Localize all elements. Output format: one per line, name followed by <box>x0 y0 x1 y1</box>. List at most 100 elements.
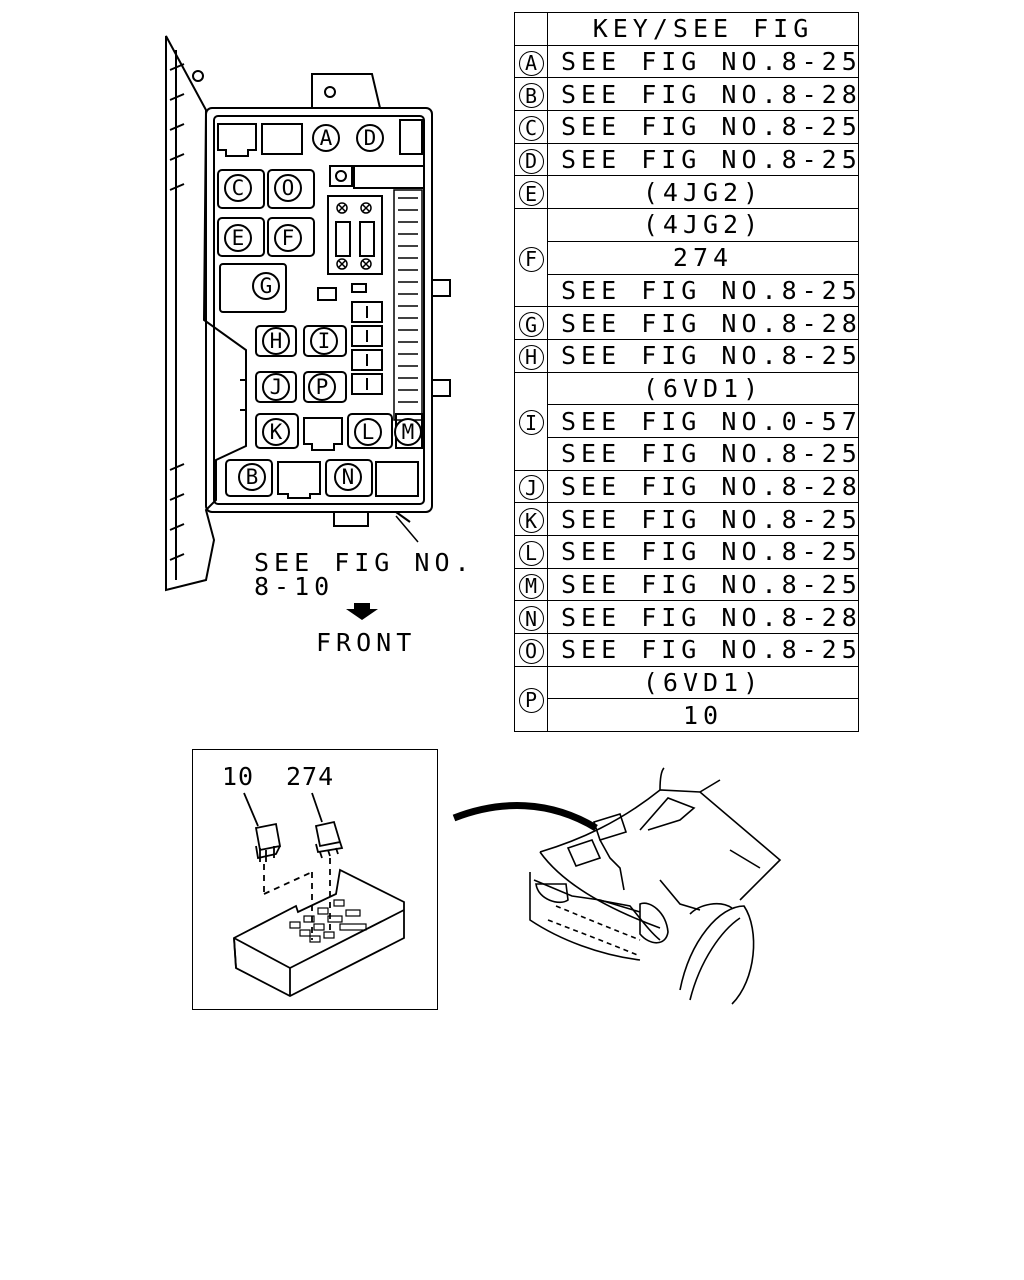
fuse-box-key-circle <box>274 224 302 252</box>
key-reference-cell: SEE FIG NO.8-25 <box>547 142 859 177</box>
fuse-box-key-letter: N <box>342 465 355 489</box>
fuse-box-key-letter: G <box>260 274 273 298</box>
relay-part-274-label: 274 <box>286 762 335 791</box>
circled-key-letter: J <box>518 475 544 501</box>
circled-key-letter: P <box>518 687 544 713</box>
key-letter-cell: B <box>514 77 548 112</box>
key-letter-cell: H <box>514 338 548 373</box>
circled-key-letter: E <box>518 181 544 207</box>
fuse-box-key-letter: H <box>270 329 283 353</box>
fuse-box-key-letter: E <box>232 226 245 250</box>
key-reference-cell: SEE FIG NO.0-57 <box>547 404 859 438</box>
key-letter-cell: I <box>514 371 548 471</box>
key-table-header-row: KEY/SEE FIG <box>514 12 859 46</box>
fuse-box-key-letter: L <box>362 420 375 444</box>
fuse-box-key-circle <box>224 224 252 252</box>
key-reference-cell: SEE FIG NO.8-25 <box>547 567 859 602</box>
fuse-box-key-letter: F <box>282 226 295 250</box>
key-letter-cell: C <box>514 110 548 144</box>
circled-key-letter: K <box>518 508 544 534</box>
key-reference-cell: SEE FIG NO.8-25 <box>547 338 859 373</box>
key-letter-cell: D <box>514 142 548 177</box>
circled-key-letter: B <box>518 83 544 109</box>
fuse-box-key-circle <box>334 463 362 491</box>
relay-inset-frame <box>192 749 438 1010</box>
key-reference-cell: SEE FIG NO.8-25 <box>547 633 859 667</box>
fuse-box-key-letter: D <box>364 126 377 150</box>
key-reference-cell: SEE FIG NO.8-25 <box>547 110 859 144</box>
circled-key-letter: H <box>518 344 544 370</box>
key-reference-cell: (6VD1) <box>547 371 859 406</box>
circled-key-letter: I <box>518 410 544 436</box>
circled-key-letter: N <box>518 606 544 632</box>
see-fig-ref-line1: SEE FIG NO. <box>254 548 475 577</box>
key-letter-cell: E <box>514 175 548 210</box>
key-letter-cell: N <box>514 600 548 635</box>
fuse-box-key-letter: P <box>316 375 329 399</box>
key-letter-cell: L <box>514 535 548 569</box>
vehicle-location-drawing <box>452 767 782 1005</box>
relay-inset-drawing <box>233 792 405 998</box>
circled-key-letter: C <box>518 115 544 141</box>
fuse-box-key-circle <box>354 418 382 446</box>
key-table-row: E(4JG2) <box>514 175 859 210</box>
key-letter-cell: P <box>514 665 548 733</box>
key-table-row: SEE FIG NO.0-57 <box>515 404 859 438</box>
circled-key-letter: O <box>518 638 544 664</box>
fuse-box-key-circle <box>394 418 422 446</box>
key-reference-cell: (4JG2) <box>547 208 859 242</box>
key-table-row: SEE FIG NO.8-25 <box>515 273 859 308</box>
fuse-box-key-letter: A <box>320 126 333 150</box>
fuse-box-key-letter: I <box>318 329 331 353</box>
fuse-box-key-letter: O <box>282 176 295 200</box>
circled-key-letter: M <box>518 573 544 599</box>
fuse-box-key-circle <box>252 272 280 300</box>
key-reference-cell: 274 <box>547 240 859 275</box>
key-table-row: 274 <box>515 240 859 275</box>
key-reference-cell: SEE FIG NO.8-25 <box>547 44 859 79</box>
key-reference-cell: SEE FIG NO.8-25 <box>547 436 859 471</box>
fuse-box-key-circle <box>262 373 290 401</box>
key-reference-cell: SEE FIG NO.8-28 <box>547 600 859 635</box>
fuse-box-key-circle <box>224 174 252 202</box>
fuse-box-key-circle <box>238 463 266 491</box>
fuse-box-key-letter: M <box>402 420 415 444</box>
key-reference-cell: (4JG2) <box>547 175 859 210</box>
fuse-box-key-letter: C <box>232 176 245 200</box>
key-letter-cell: O <box>514 633 548 667</box>
key-table-row: I(6VD1) <box>514 371 859 471</box>
fuse-box-key-letter: J <box>270 375 283 399</box>
circled-key-letter: L <box>518 540 544 566</box>
key-table-row: F(4JG2) <box>514 208 859 308</box>
key-reference-cell: SEE FIG NO.8-25 <box>547 502 859 536</box>
key-letter-cell: M <box>514 567 548 602</box>
key-table-header: KEY/SEE FIG <box>547 12 859 46</box>
front-arrow-icon <box>346 603 378 620</box>
key-table-row: 10 <box>515 698 859 733</box>
relay-part-10-label: 10 <box>222 762 255 791</box>
fuse-box-key-circle <box>262 327 290 355</box>
key-table-corner <box>514 12 548 46</box>
fuse-box-key-circle <box>356 124 384 152</box>
key-reference-cell: (6VD1) <box>547 665 859 700</box>
key-letter-cell: J <box>514 469 548 504</box>
fuse-box-key-circle <box>274 174 302 202</box>
key-letter-cell: A <box>514 44 548 79</box>
circled-key-letter: G <box>518 312 544 338</box>
fuse-box-key-circle <box>262 418 290 446</box>
circled-key-letter: A <box>518 50 544 76</box>
see-fig-ref-line2: 8-10 <box>254 572 335 601</box>
